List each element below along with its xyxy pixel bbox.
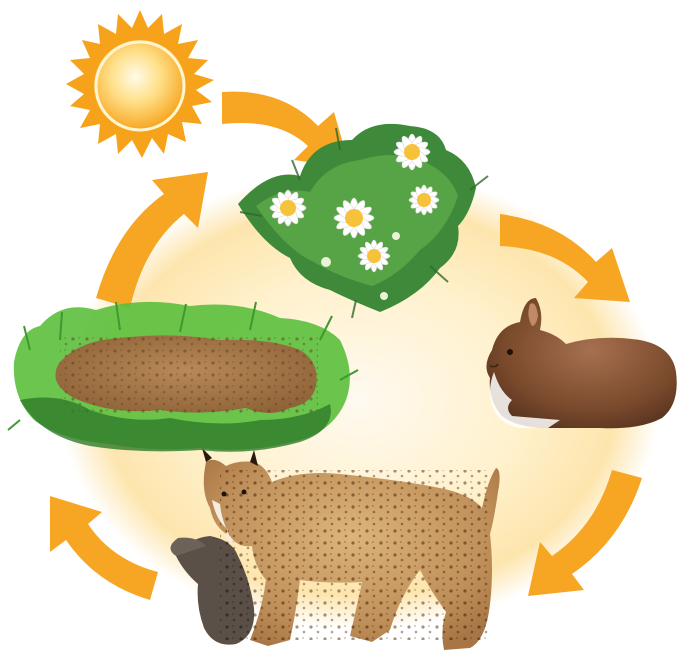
decomposer-icon <box>8 302 358 452</box>
bobcat-icon <box>170 448 499 650</box>
sun-icon <box>66 10 214 158</box>
